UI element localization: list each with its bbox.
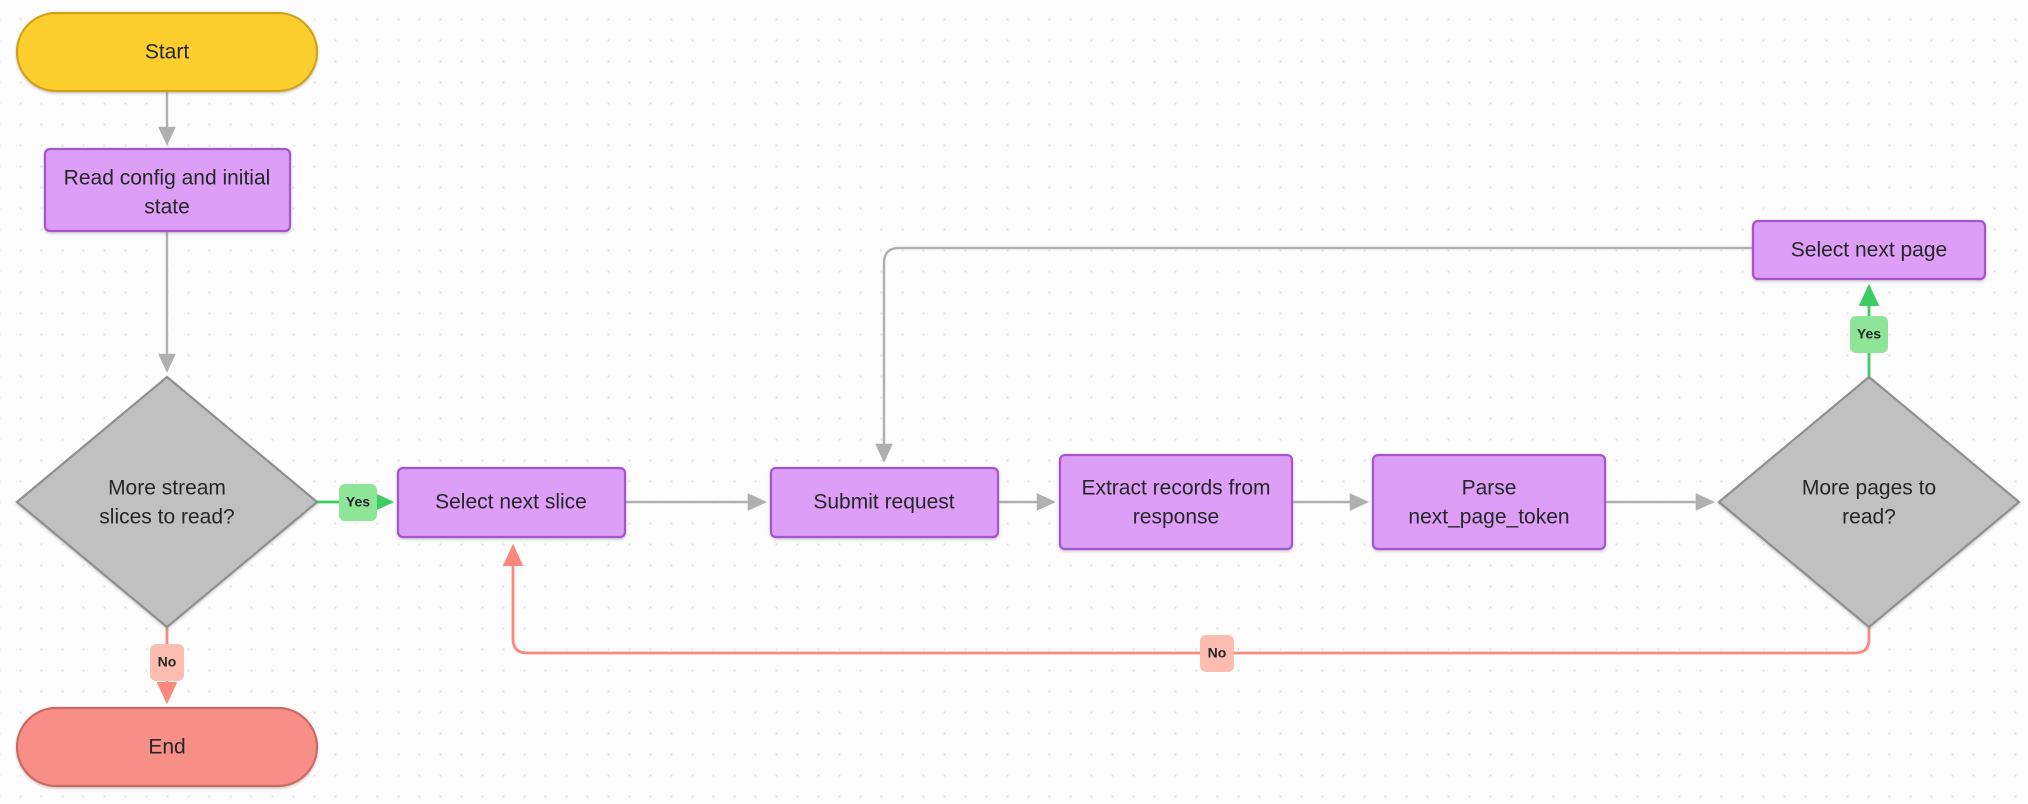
select-next-slice-shape [396,466,627,539]
node-more-pages[interactable]: More pages to read? [1717,375,2021,629]
start-shape [15,11,319,93]
parse-next-page-token-shape [1371,453,1607,551]
end-shape [15,706,319,788]
node-end[interactable]: End [15,706,319,788]
edge-label-no-slices[interactable]: No [150,644,184,681]
submit-request-shape [769,466,1000,539]
yes-slices-badge [339,484,377,521]
node-more-stream-slices[interactable]: More stream slices to read? [15,375,319,629]
node-extract-records[interactable]: Extract records from response [1058,453,1294,551]
node-parse-next-page-token[interactable]: Parse next_page_token [1371,453,1607,551]
edge-label-no-pages[interactable]: No [1200,635,1234,672]
no-pages-badge [1200,635,1234,672]
no-slices-badge [150,644,184,681]
node-read-config[interactable]: Read config and initial state [43,147,292,233]
extract-records-shape [1058,453,1294,551]
more-pages-shape [1717,375,2021,629]
node-select-next-page[interactable]: Select next page [1751,219,1987,281]
read-config-shape [43,147,292,233]
more-stream-slices-shape [15,375,319,629]
select-next-page-shape [1751,219,1987,281]
edge-more-pages-no-to-select-slice [502,543,1871,655]
edge-select-page-loopback-to-submit [875,246,1753,463]
edge-layer [156,91,1880,705]
node-select-next-slice[interactable]: Select next slice [396,466,627,539]
node-submit-request[interactable]: Submit request [769,466,1000,539]
edge-label-yes-pages[interactable]: Yes [1850,316,1888,353]
edge-label-yes-slices[interactable]: Yes [339,484,377,521]
node-layer: Start Read config and initial state More… [15,11,2021,788]
yes-pages-badge [1850,316,1888,353]
node-start[interactable]: Start [15,11,319,93]
